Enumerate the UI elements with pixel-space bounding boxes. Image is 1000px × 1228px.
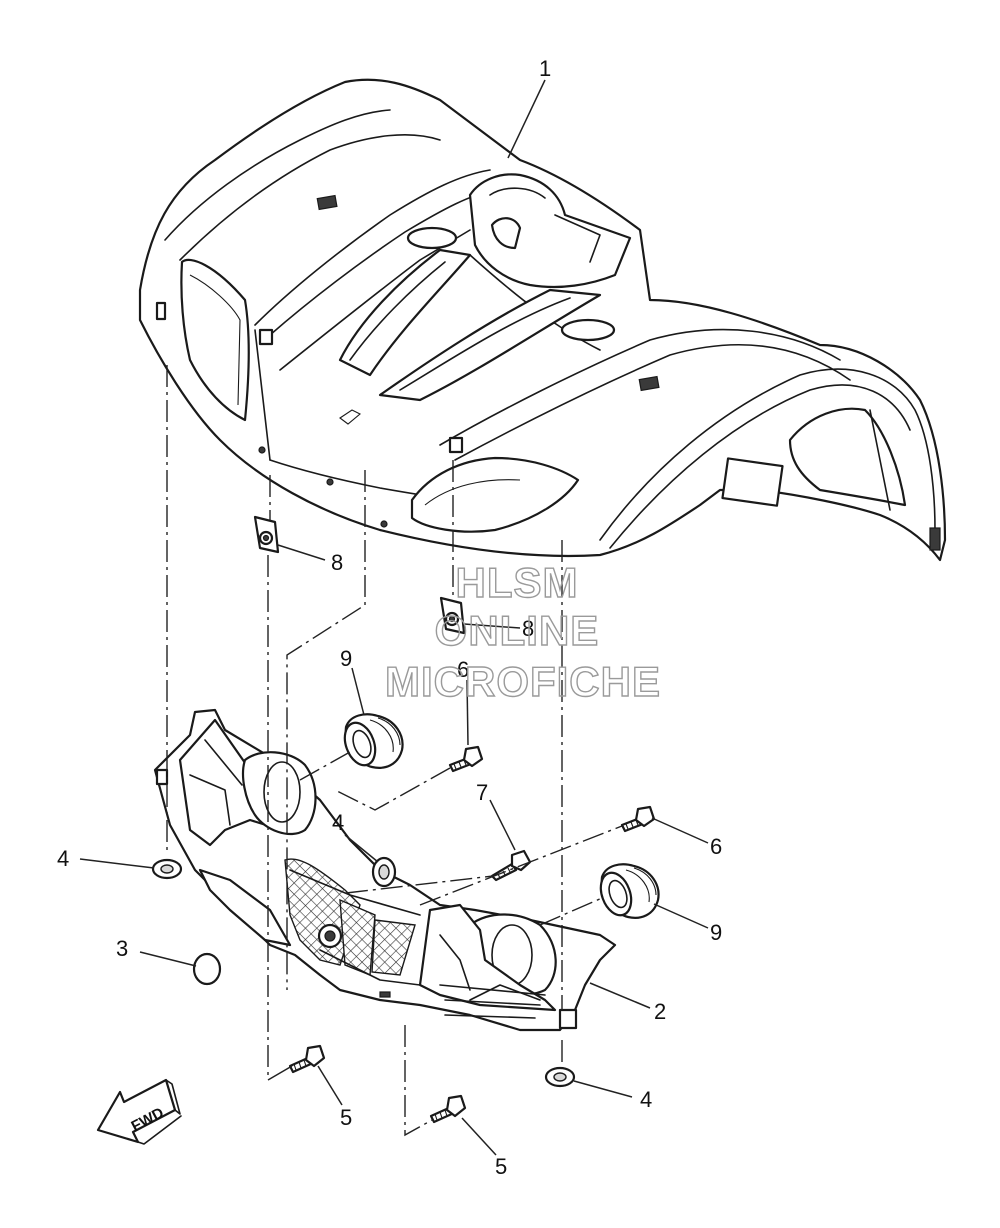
bolt-part-5-right bbox=[429, 1094, 467, 1124]
bolt-part-5-left bbox=[288, 1044, 326, 1074]
callout-leaders bbox=[79, 79, 709, 1156]
callout-labels: 1 2 3 4 4 4 5 5 6 6 7 8 8 9 9 bbox=[57, 56, 722, 1179]
watermark-line-3: MICROFICHE bbox=[385, 658, 661, 705]
duct-boot-part-9-upper bbox=[343, 713, 404, 769]
screw-part-7 bbox=[490, 849, 532, 882]
watermark-line-2: ONLINE bbox=[435, 607, 600, 654]
callout-4-left: 4 bbox=[57, 846, 69, 871]
duct-boot-part-9-lower bbox=[599, 863, 660, 919]
grommet-part-4-center bbox=[371, 856, 397, 888]
callout-2: 2 bbox=[654, 999, 666, 1024]
watermark: HLSM ONLINE MICROFICHE bbox=[384, 558, 661, 705]
clip-nut-part-8-right bbox=[439, 596, 466, 635]
callout-7: 7 bbox=[476, 780, 488, 805]
screw-part-6-upper bbox=[448, 745, 484, 773]
assembly-lines bbox=[166, 365, 623, 1137]
callout-9-upper: 9 bbox=[340, 646, 352, 671]
front-fender bbox=[138, 78, 947, 562]
forward-direction-arrow: FWD bbox=[96, 1078, 182, 1145]
callout-6-right: 6 bbox=[710, 834, 722, 859]
callout-4-right: 4 bbox=[640, 1087, 652, 1112]
plug-part-3 bbox=[192, 952, 222, 986]
callout-8-left: 8 bbox=[331, 550, 343, 575]
grommet-part-4-left bbox=[151, 858, 183, 880]
clip-nut-part-8-left bbox=[253, 515, 280, 554]
callout-5-left: 5 bbox=[340, 1105, 352, 1130]
callout-1: 1 bbox=[539, 56, 551, 81]
callout-8-right: 8 bbox=[522, 616, 534, 641]
callout-5-right: 5 bbox=[495, 1154, 507, 1179]
callout-4-center: 4 bbox=[332, 810, 344, 835]
callout-6-upper: 6 bbox=[457, 657, 469, 682]
callout-3: 3 bbox=[116, 936, 128, 961]
front-grille-panel bbox=[153, 708, 617, 1032]
watermark-line-1: HLSM bbox=[456, 559, 579, 606]
callout-9-lower: 9 bbox=[710, 920, 722, 945]
grommet-part-4-right bbox=[544, 1066, 576, 1088]
screw-part-6-right bbox=[620, 805, 656, 833]
